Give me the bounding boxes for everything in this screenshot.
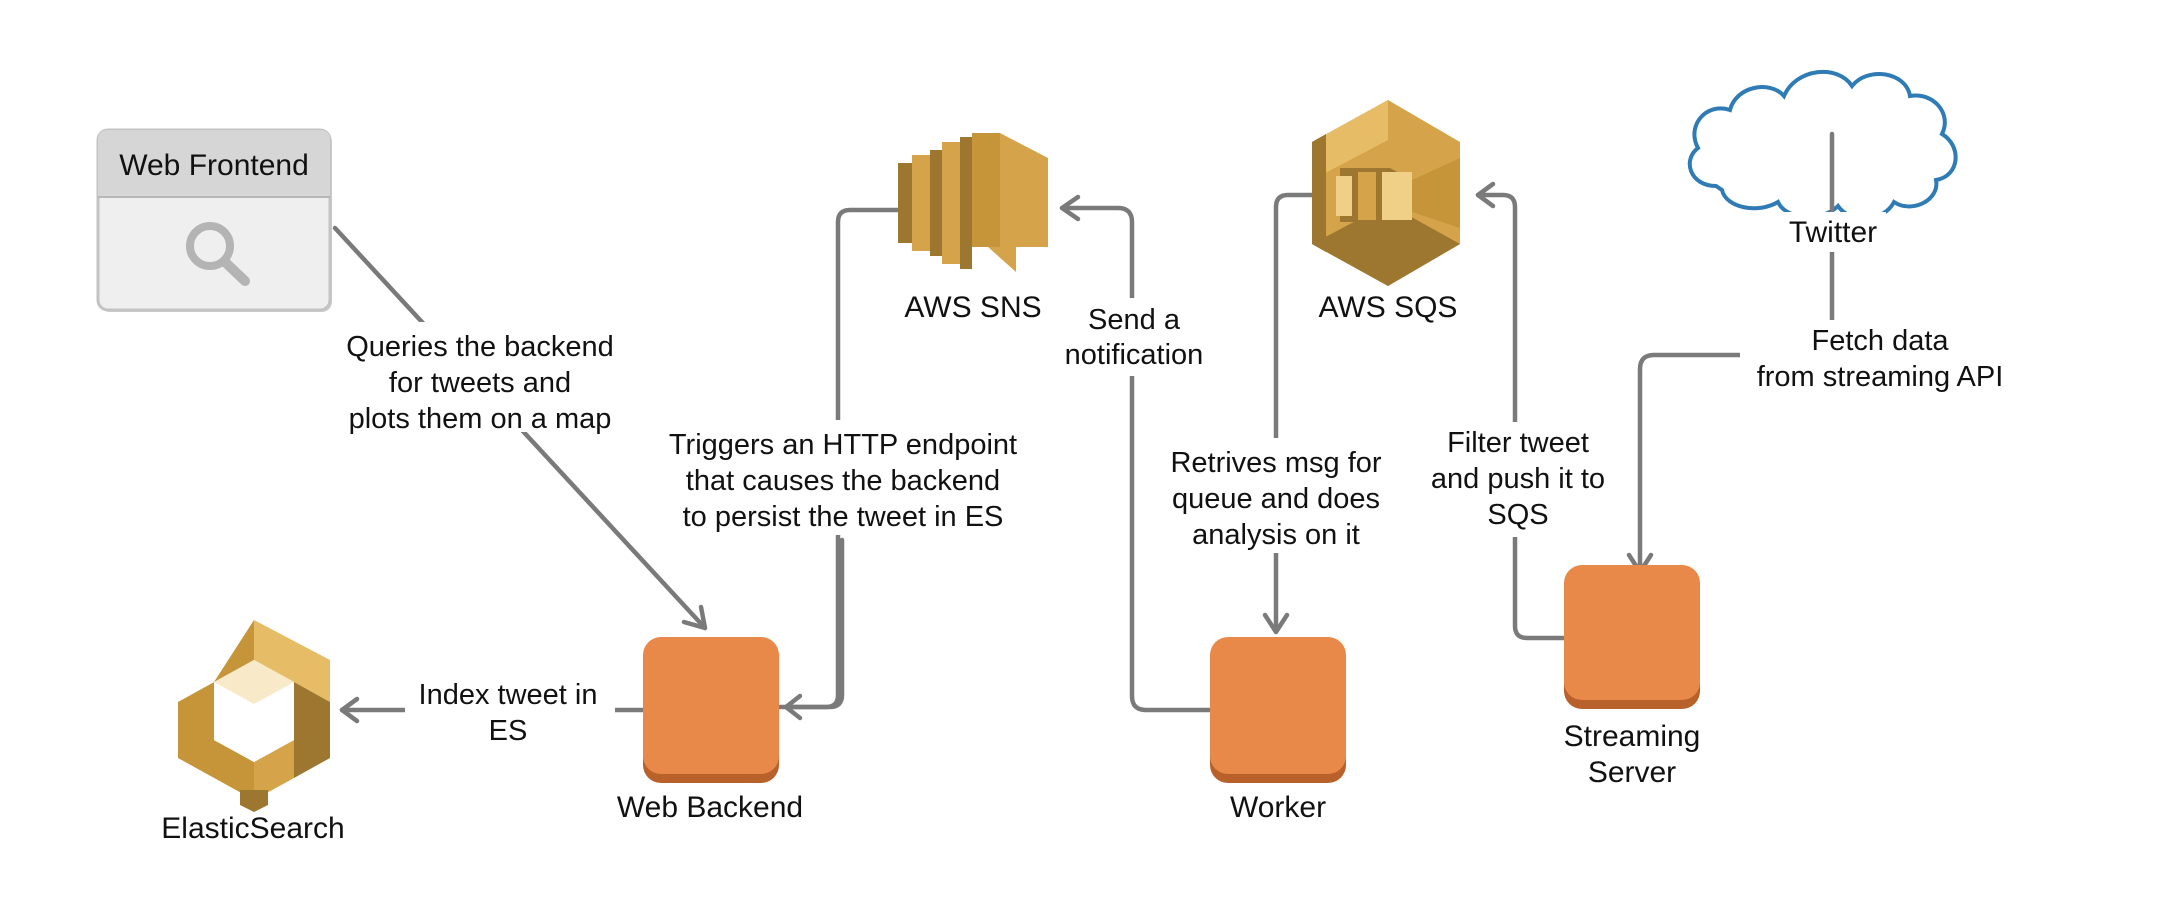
node-label-aws-sns: AWS SNS bbox=[904, 291, 1041, 324]
cloud-icon bbox=[1687, 69, 1958, 221]
edge-label-line: Queries the backend bbox=[346, 331, 614, 363]
node-label-web-backend: Web Backend bbox=[617, 791, 803, 824]
arrowhead-triggers-to-backend bbox=[783, 693, 803, 721]
node-twitter: Twitter bbox=[1687, 69, 1958, 252]
edge-label-filter: Filter tweet and push it to SQS bbox=[1431, 427, 1605, 531]
edge-label-line: Fetch data bbox=[1811, 325, 1949, 357]
edge-triggers-to-backend bbox=[783, 537, 845, 710]
edge-streaming-to-sqs bbox=[1475, 192, 1567, 641]
node-streaming-server: Streaming Server bbox=[1564, 565, 1701, 789]
edge-label-retrieves: Retrives msg for queue and does analysis… bbox=[1170, 447, 1381, 551]
node-label-twitter: Twitter bbox=[1789, 216, 1877, 249]
edge-label-line: Retrives msg for bbox=[1170, 447, 1381, 479]
edge-worker-to-sns bbox=[1059, 205, 1213, 713]
arrowhead-backend-to-elasticsearch bbox=[339, 696, 360, 724]
edge-label-line: plots them on a map bbox=[349, 403, 612, 435]
edge-label-line: queue and does bbox=[1172, 483, 1380, 515]
edge-label-triggers: Triggers an HTTP endpoint that causes th… bbox=[669, 429, 1017, 533]
arrowhead-worker-to-sns bbox=[1059, 194, 1081, 222]
edge-label-line: Triggers an HTTP endpoint bbox=[669, 429, 1017, 461]
edge-label-line: notification bbox=[1065, 339, 1204, 371]
aws-sns-icon bbox=[898, 133, 1048, 272]
edge-label-line: ES bbox=[489, 715, 528, 747]
node-aws-sns: AWS SNS bbox=[898, 133, 1048, 324]
edge-label-line: analysis on it bbox=[1192, 519, 1360, 551]
edge-label-line: from streaming API bbox=[1757, 361, 2004, 393]
edge-label-line: and push it to bbox=[1431, 463, 1605, 495]
node-aws-sqs: AWS SQS bbox=[1312, 100, 1460, 324]
elasticsearch-icon bbox=[178, 620, 330, 812]
node-label-elasticsearch: ElasticSearch bbox=[161, 812, 344, 845]
node-label-aws-sqs: AWS SQS bbox=[1319, 291, 1458, 324]
edge-label-line: Filter tweet bbox=[1447, 427, 1589, 459]
edge-label-line: Index tweet in bbox=[419, 679, 598, 711]
node-label-web-frontend: Web Frontend bbox=[119, 149, 309, 182]
node-elasticsearch: ElasticSearch bbox=[161, 620, 345, 845]
node-label-worker: Worker bbox=[1230, 791, 1326, 824]
edge-label-line: Send a bbox=[1088, 304, 1181, 336]
node-label-streaming-server: Server bbox=[1588, 756, 1676, 789]
edge-label-line: SQS bbox=[1487, 499, 1548, 531]
node-worker: Worker bbox=[1210, 637, 1346, 824]
edge-sqs-to-worker bbox=[1273, 192, 1315, 633]
arrowhead-streaming-to-sqs bbox=[1475, 181, 1496, 209]
edge-label-line: to persist the tweet in ES bbox=[683, 501, 1004, 533]
edge-label-line: that causes the backend bbox=[686, 465, 1000, 497]
node-label-streaming-server: Streaming bbox=[1564, 720, 1701, 753]
edge-label-fetch: Fetch data from streaming API bbox=[1757, 325, 2004, 393]
edge-label-queries: Queries the backend for tweets and plots… bbox=[346, 331, 614, 435]
edge-label-line: for tweets and bbox=[389, 367, 571, 399]
aws-sqs-icon bbox=[1312, 100, 1460, 286]
arrowhead-sqs-to-worker bbox=[1262, 612, 1290, 635]
edge-label-notify: Send a notification bbox=[1065, 304, 1204, 371]
edge-label-index: Index tweet in ES bbox=[419, 679, 598, 747]
arrowhead-frontend-to-backend bbox=[681, 604, 708, 631]
edge-twitter-to-streaming bbox=[1637, 131, 1835, 573]
node-web-backend: Web Backend bbox=[617, 637, 803, 824]
search-icon bbox=[186, 222, 250, 286]
node-web-frontend: Web Frontend bbox=[96, 128, 332, 312]
